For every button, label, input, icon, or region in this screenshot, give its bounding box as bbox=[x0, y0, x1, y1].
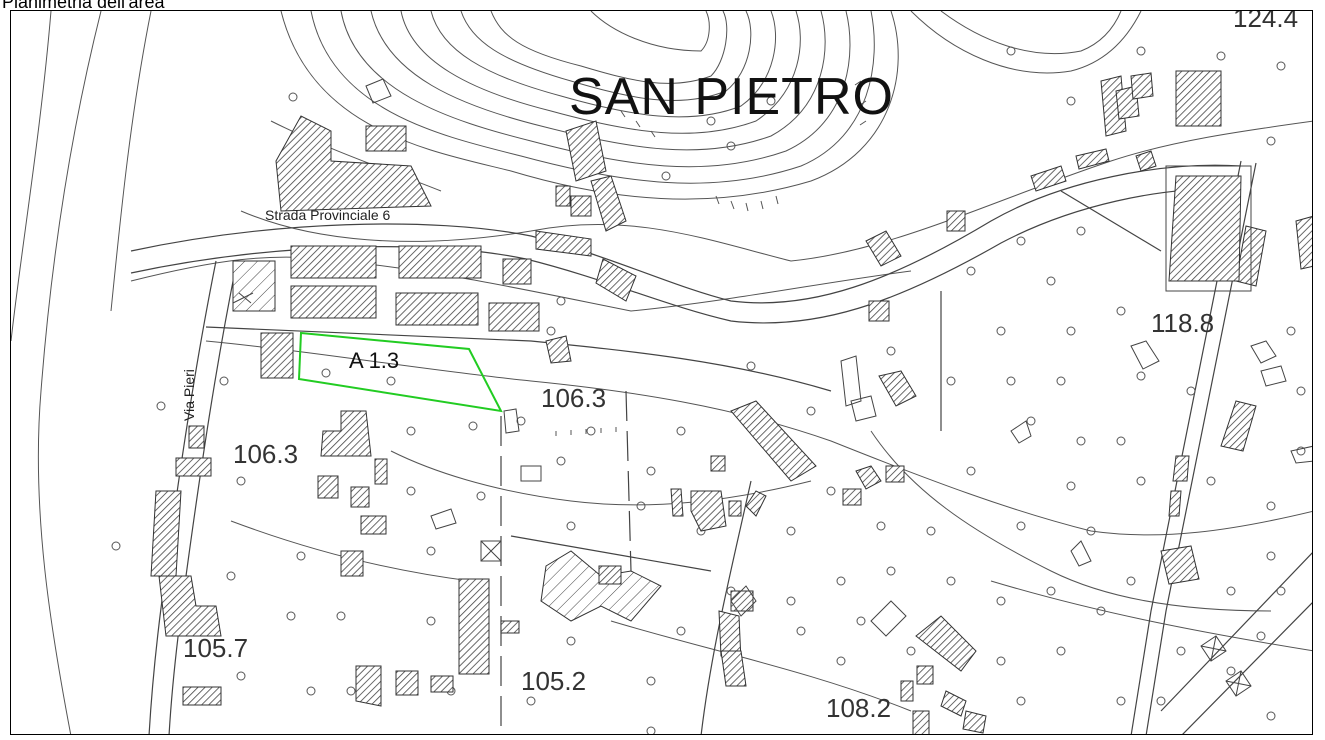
elevation-bottom-center: 105.2 bbox=[521, 666, 587, 696]
elevation-bottom-left: 105.7 bbox=[183, 633, 249, 663]
elevation-left: 106.3 bbox=[233, 439, 299, 469]
map-frame[interactable]: SAN PIETRO Strada Provinciale 6 Via Pier… bbox=[10, 10, 1313, 735]
area-boundary-a13 bbox=[297, 331, 503, 413]
map-canvas bbox=[11, 11, 1312, 734]
contour-lines bbox=[11, 11, 1312, 734]
road-label-via: Via Pieri bbox=[181, 369, 197, 421]
elevation-top-right: 124.4 bbox=[1233, 10, 1299, 33]
road-label-provinciale: Strada Provinciale 6 bbox=[265, 207, 391, 223]
slope-ticks bbox=[555, 80, 867, 436]
outline-structures bbox=[232, 78, 1312, 697]
elevation-right: 118.8 bbox=[1151, 308, 1215, 338]
area-label: A 1.3 bbox=[349, 348, 400, 373]
map-caption: Planimetria dell'area bbox=[2, 0, 165, 12]
elevation-center: 106.3 bbox=[541, 383, 607, 413]
elevation-bottom-right: 108.2 bbox=[826, 693, 892, 723]
buildings bbox=[150, 70, 1312, 734]
tree-symbols bbox=[111, 46, 1306, 734]
place-name-label: SAN PIETRO bbox=[569, 68, 894, 126]
